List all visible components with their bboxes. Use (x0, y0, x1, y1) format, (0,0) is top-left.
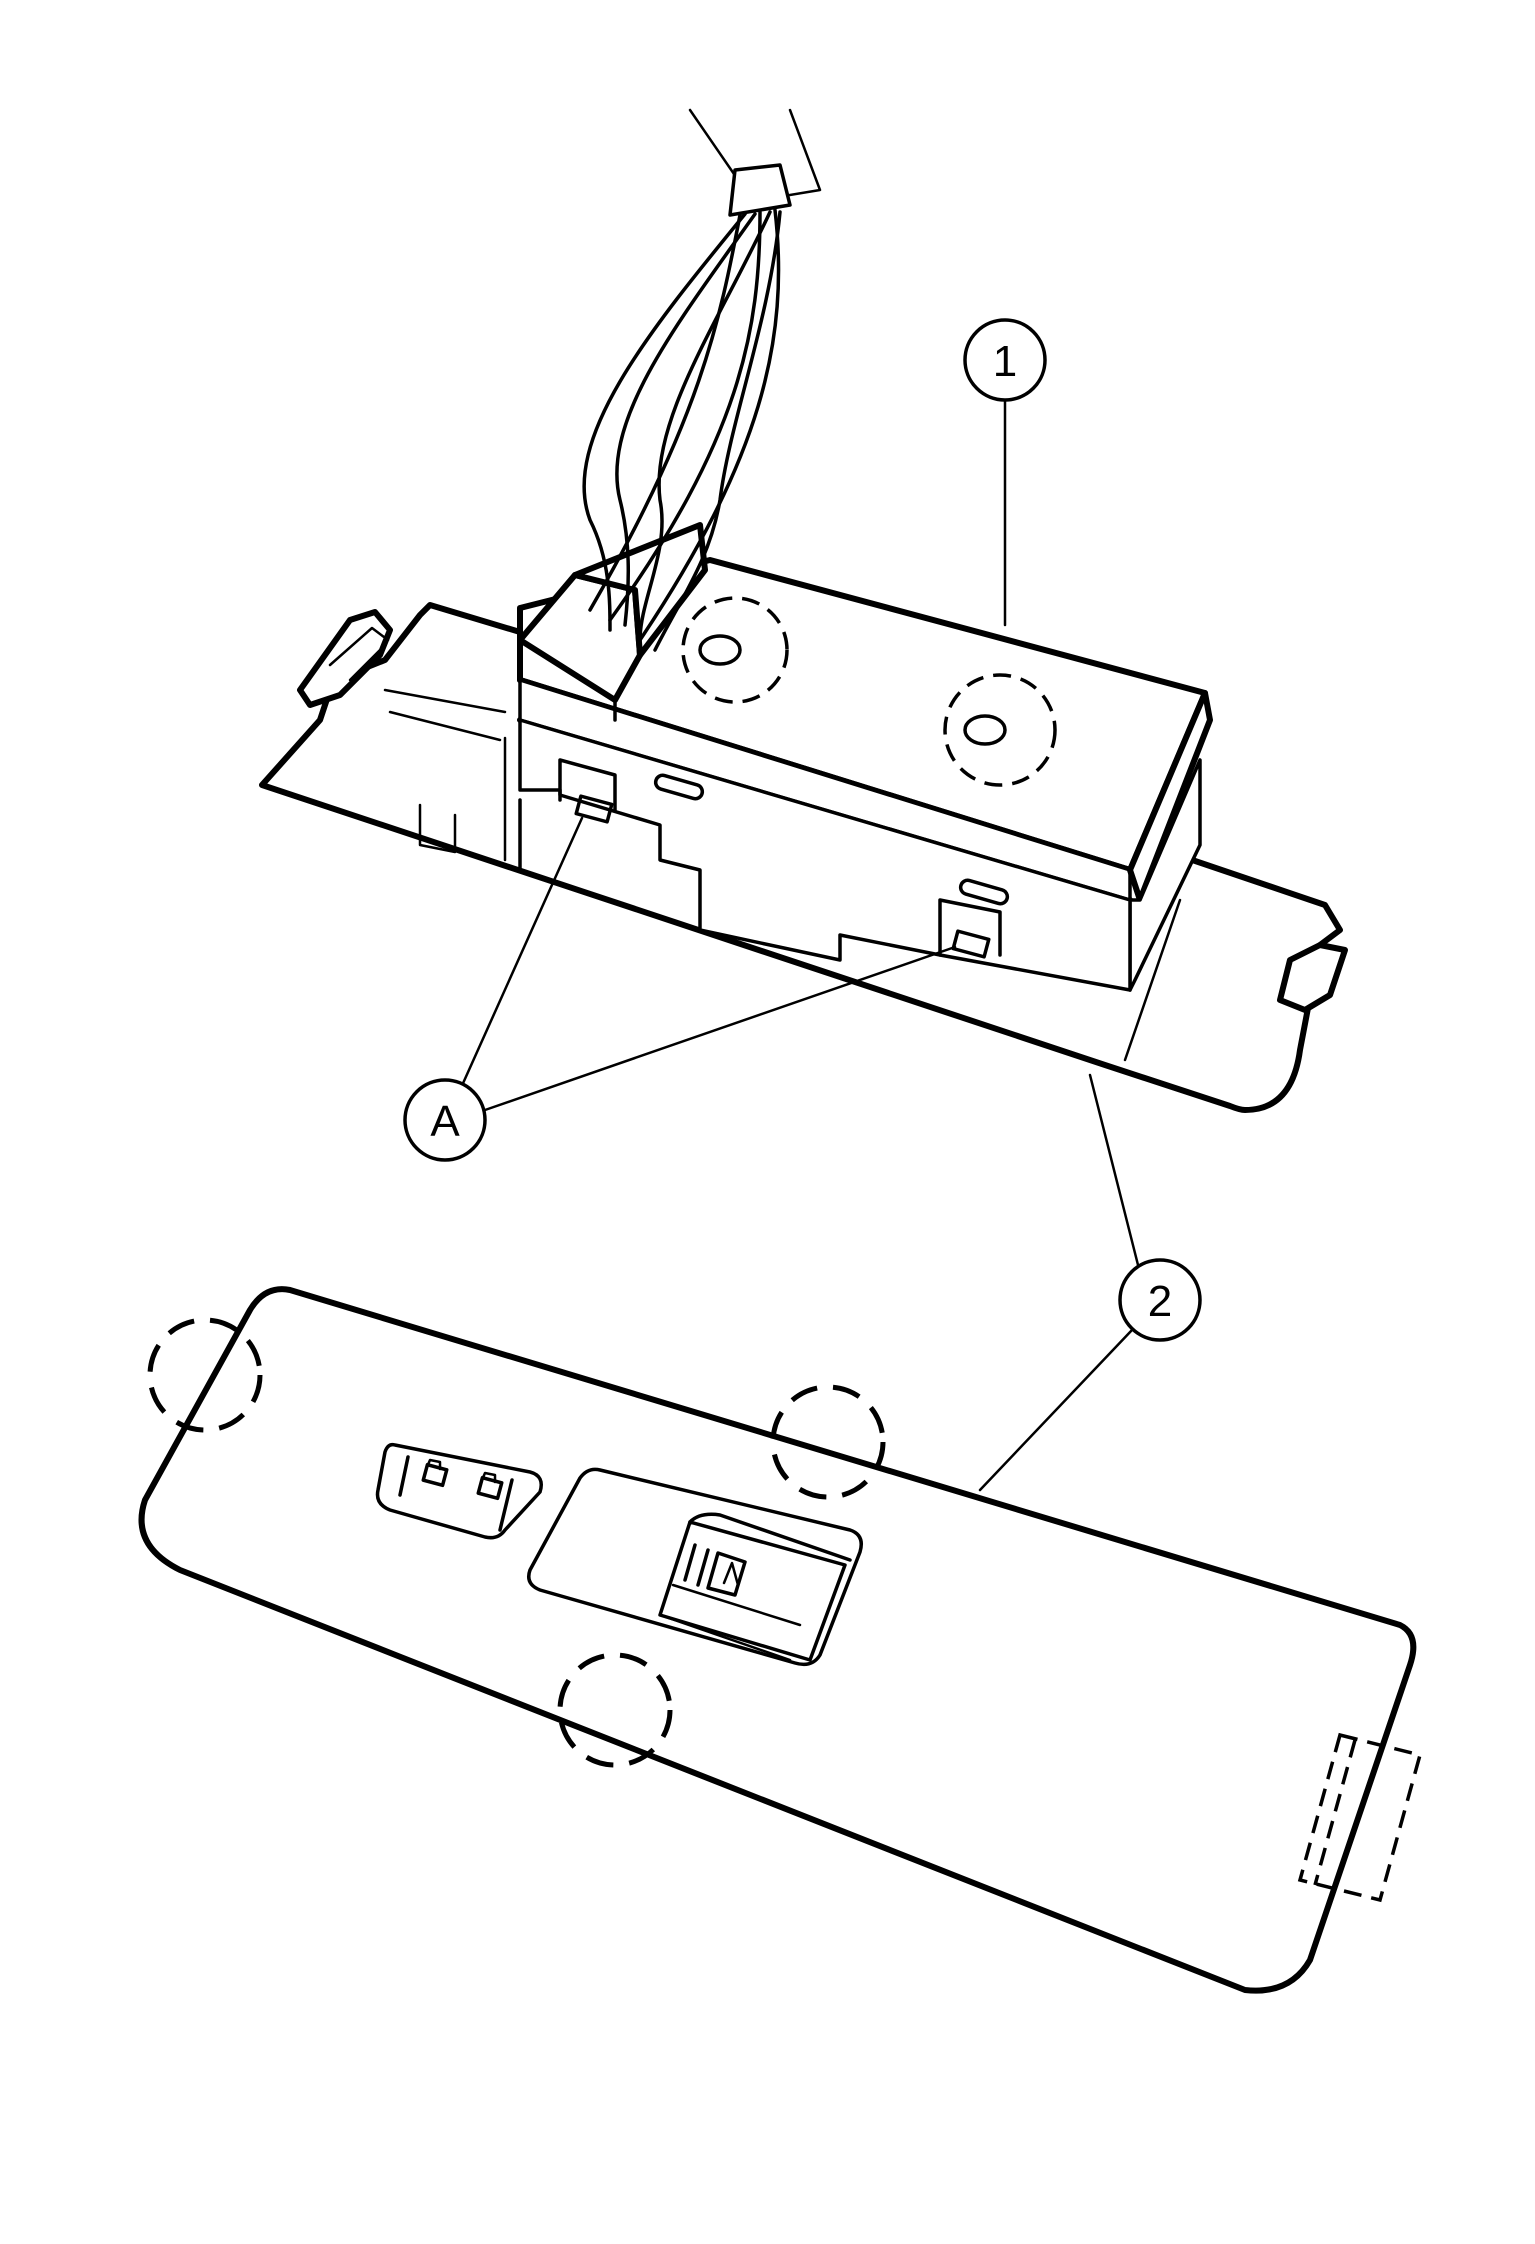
callout-a-label: A (430, 1097, 460, 1146)
window-switch (527, 1467, 863, 1667)
door-lock-switch (375, 1442, 543, 1540)
switch-body (517, 522, 1213, 992)
callout-1-label: 1 (993, 337, 1017, 386)
callout-2: 2 (978, 1073, 1202, 1492)
callout-2-label: 2 (1148, 1277, 1172, 1326)
callout-a: A (403, 816, 957, 1162)
wire-harness (582, 108, 822, 652)
finisher-panel (138, 1286, 1423, 1994)
callout-1: 1 (963, 318, 1047, 627)
